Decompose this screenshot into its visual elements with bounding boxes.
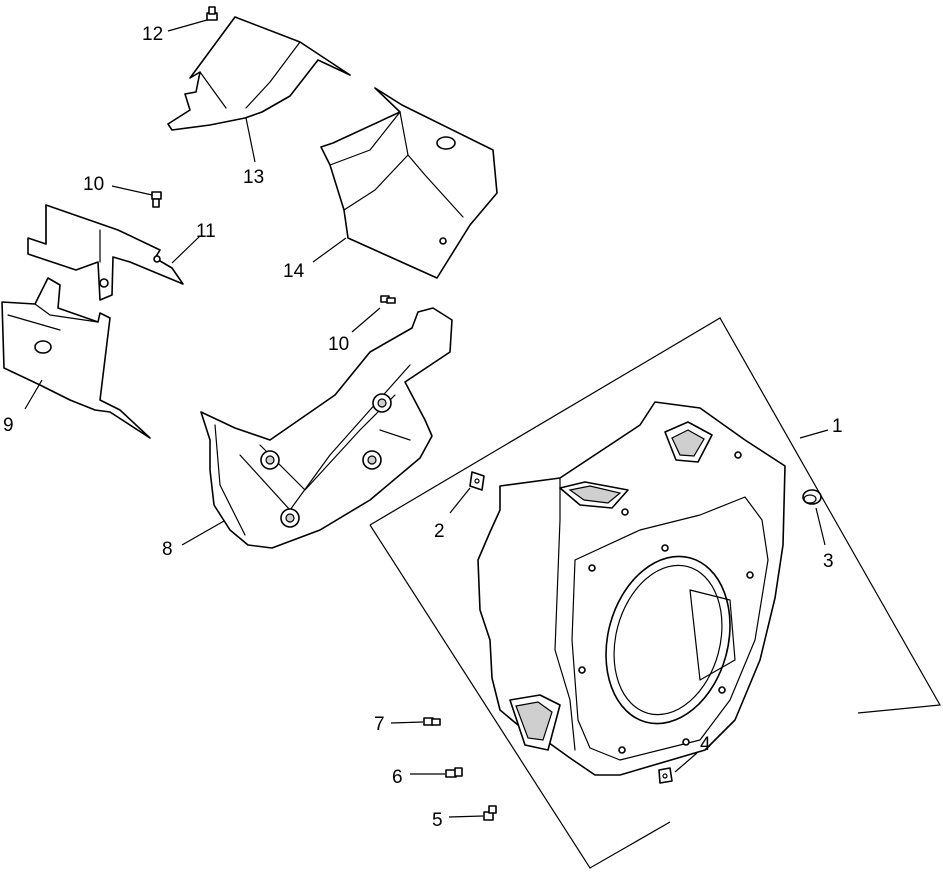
- plug-part-3: [802, 489, 822, 505]
- callout-11: 11: [196, 221, 216, 242]
- side-shroud-part-14: [320, 87, 498, 279]
- callout-5: 5: [432, 810, 443, 831]
- upper-shroud-part-13: [167, 16, 351, 131]
- clip-nut-part-2: [469, 471, 485, 491]
- screw-part-10-upper: [151, 191, 162, 208]
- callout-9: 9: [3, 415, 14, 436]
- callout-2: 2: [434, 521, 445, 542]
- screw-part-12: [206, 6, 218, 21]
- callout-labels: 12 13 10 11 14 9 10 8 2 1 3 4 7 6 5: [3, 24, 843, 831]
- callout-7: 7: [374, 714, 385, 735]
- callout-10-upper: 10: [83, 174, 104, 195]
- callout-4: 4: [700, 734, 711, 755]
- callout-12: 12: [142, 24, 163, 45]
- baffle-part-8: [200, 307, 453, 549]
- clip-nut-part-4: [658, 767, 673, 784]
- callout-6: 6: [392, 767, 403, 788]
- screw-part-10-lower: [380, 295, 396, 304]
- callout-10-lower: 10: [328, 334, 349, 355]
- callout-13: 13: [243, 167, 264, 188]
- callout-1: 1: [832, 416, 843, 437]
- screw-part-7: [423, 717, 441, 726]
- screw-part-6: [445, 767, 463, 778]
- assembly-box: [369, 317, 941, 869]
- callout-14: 14: [283, 261, 305, 282]
- leader-lines: [24, 19, 829, 818]
- callout-3: 3: [823, 551, 834, 572]
- blower-housing-part-1: [477, 401, 786, 776]
- screw-part-5: [483, 805, 497, 821]
- callout-8: 8: [162, 539, 173, 560]
- bracket-part-11: [27, 204, 184, 301]
- lower-shroud-part-9: [1, 277, 151, 439]
